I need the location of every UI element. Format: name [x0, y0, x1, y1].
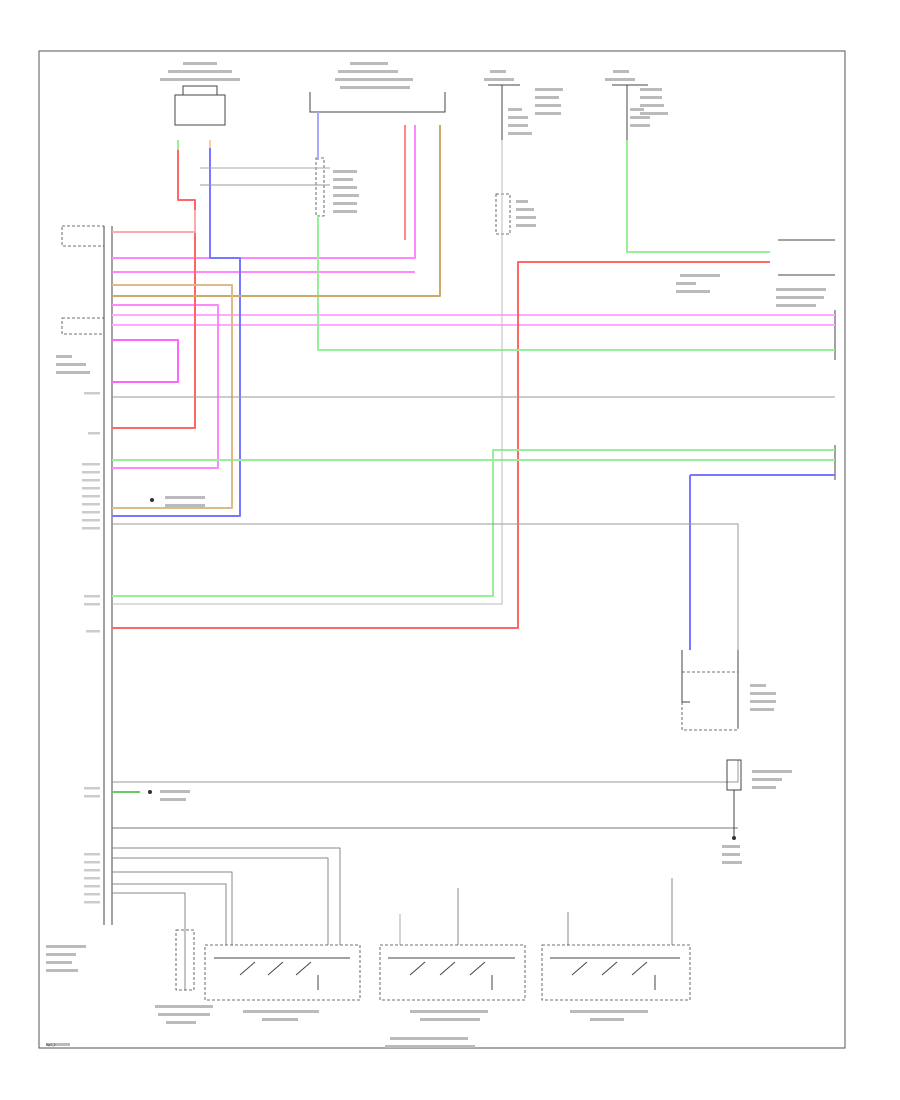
- ground-symbol-left: [148, 498, 154, 794]
- diagram-frame: [38, 50, 846, 1049]
- bottom-switch-1: [204, 944, 361, 1001]
- right-connector-block: [778, 239, 836, 480]
- junction-block-center: [315, 157, 325, 217]
- label-marks: [46, 62, 826, 1048]
- red-wires: [112, 125, 770, 629]
- green-wires: [112, 140, 835, 793]
- ground-symbol-right: [732, 836, 736, 840]
- pin-label-marks: [82, 392, 100, 904]
- right-relay-section: [681, 650, 742, 838]
- bottom-switch-3: [541, 944, 691, 1001]
- bottom-left-sensor: [175, 929, 195, 991]
- top-center-component: [309, 92, 446, 113]
- junction-block-right: [495, 193, 511, 235]
- top-right-fuse-2: [612, 84, 648, 140]
- bottom-switch-2: [379, 944, 526, 1001]
- top-right-fuse-1: [488, 84, 520, 140]
- top-left-component: [174, 85, 226, 126]
- diagram-id-label: fig1_2: [46, 1043, 56, 1047]
- gray-wires: [112, 140, 835, 990]
- left-connector-block: [61, 225, 113, 925]
- blue-wires: [112, 112, 835, 650]
- brown-wires: [112, 125, 441, 509]
